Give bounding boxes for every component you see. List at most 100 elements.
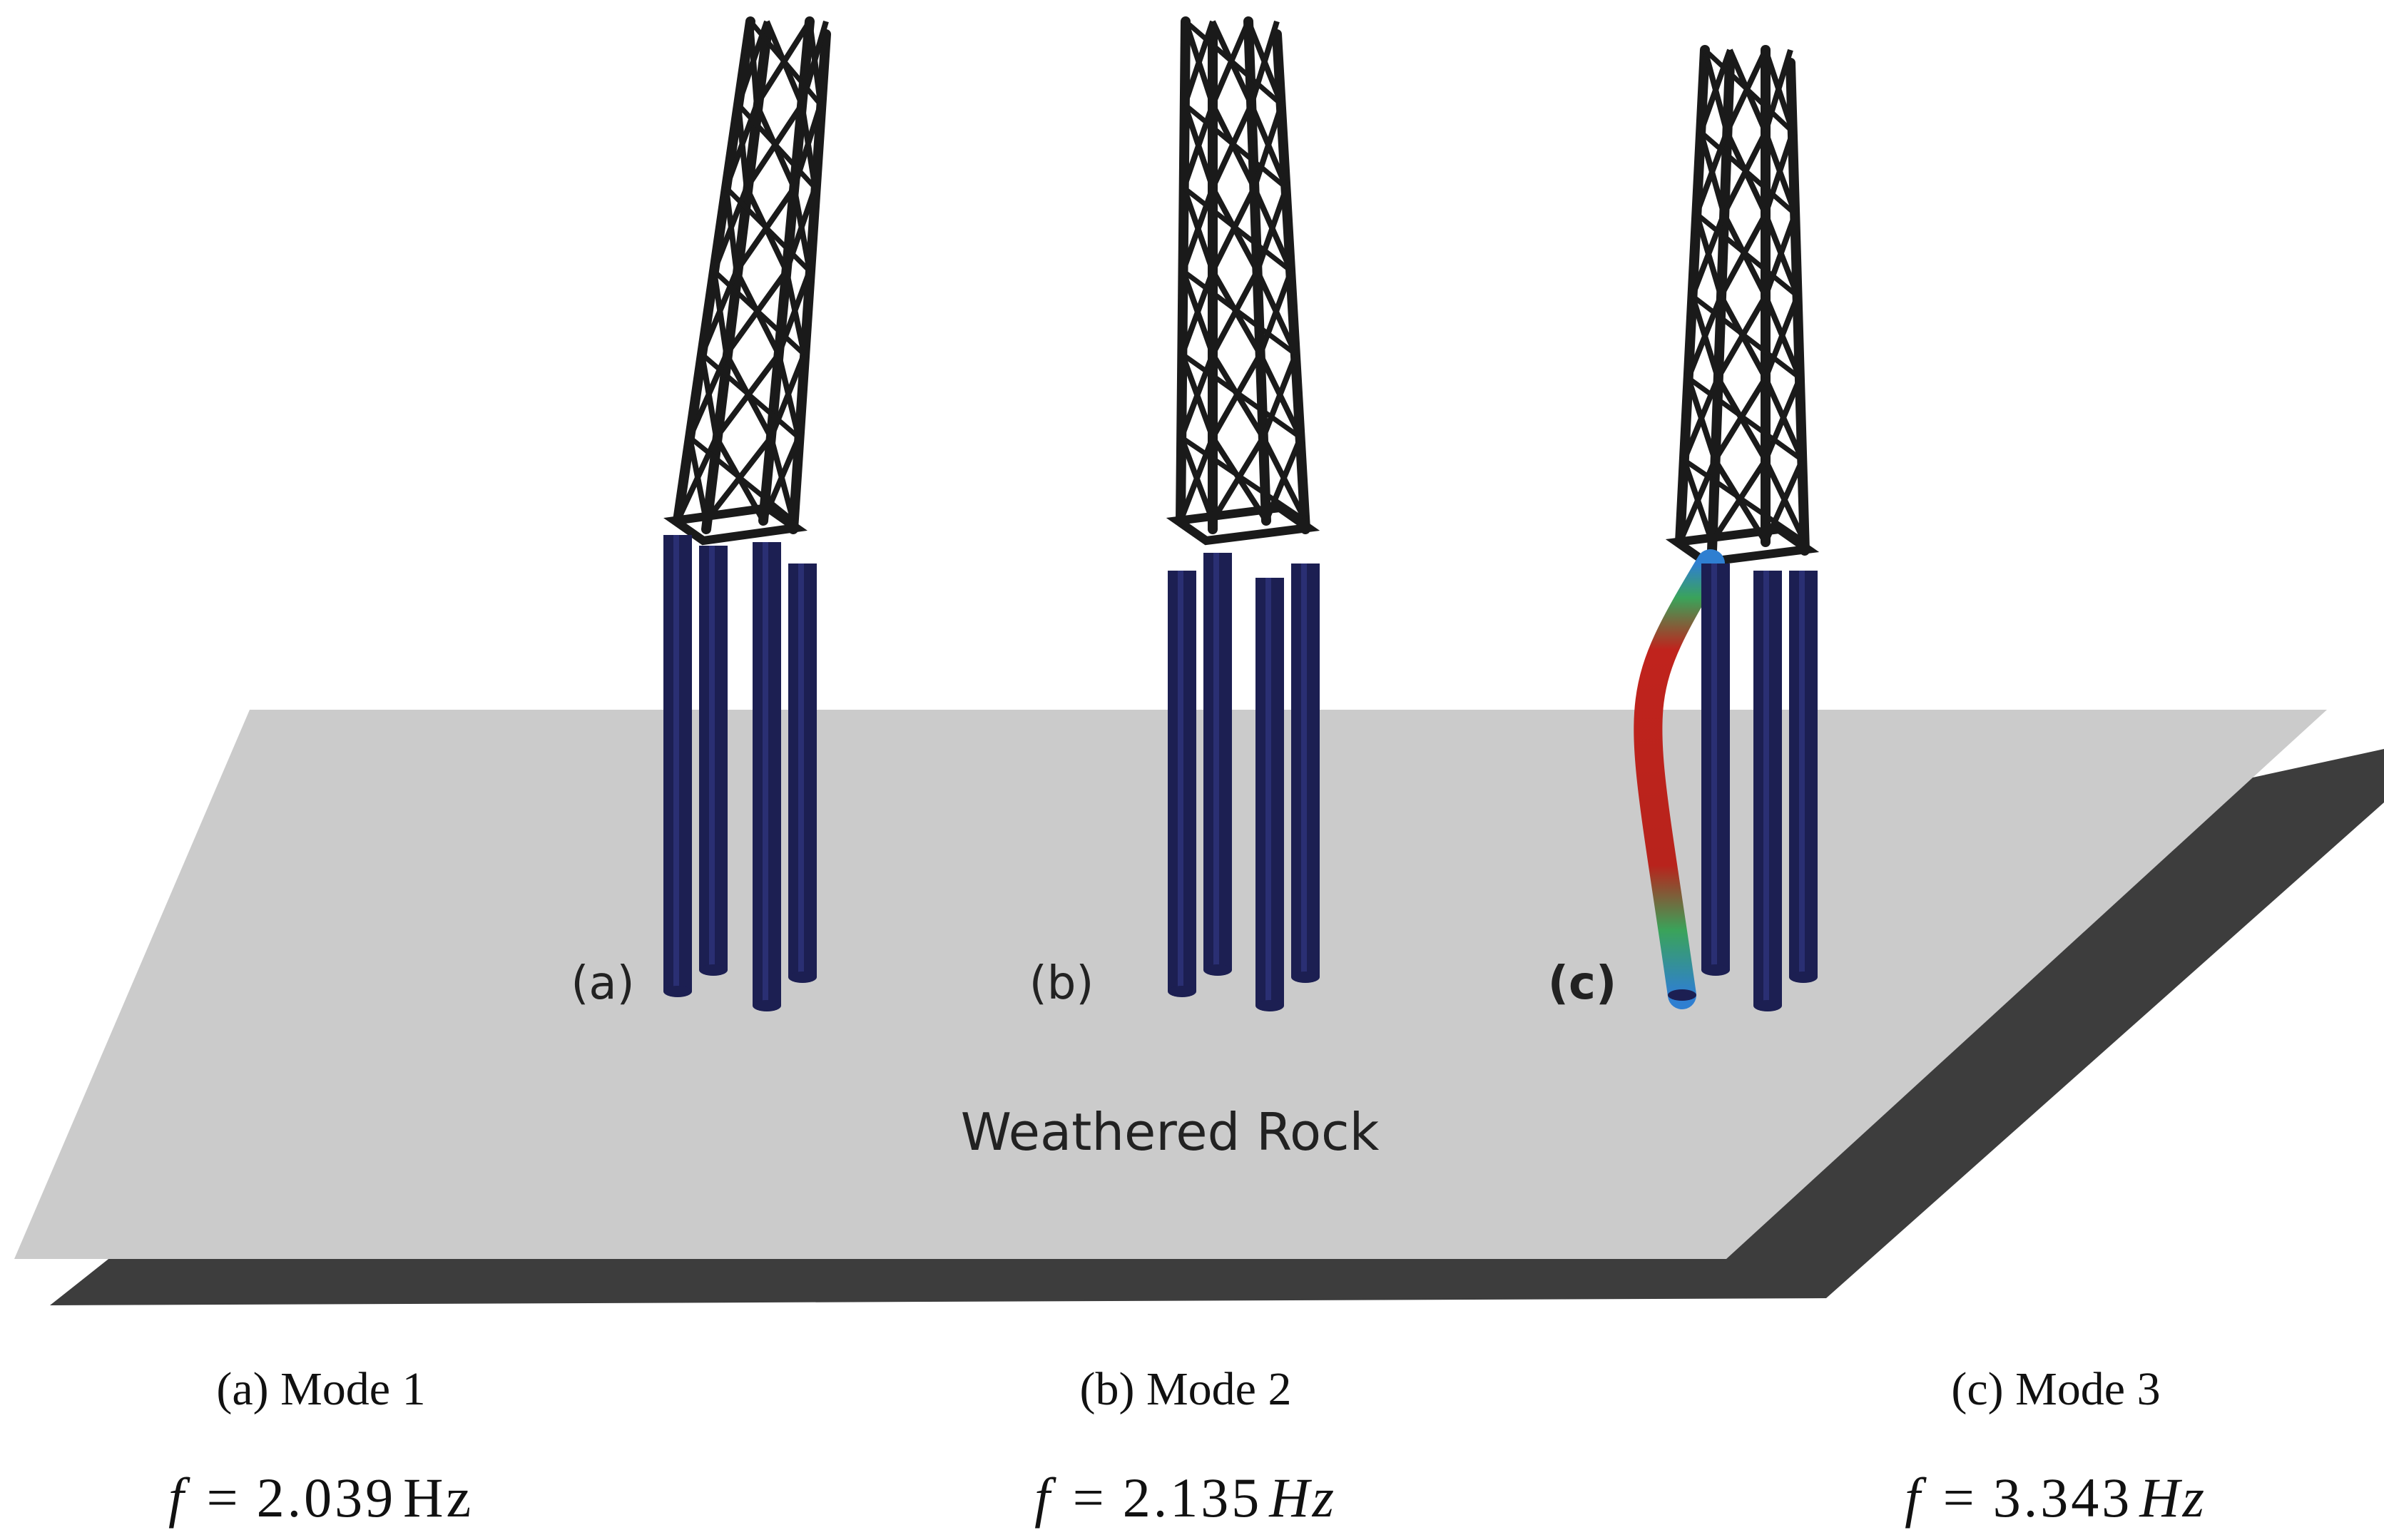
deformed-pile	[1634, 549, 1725, 1009]
jacket-leg	[701, 29, 772, 534]
pile-highlight	[673, 535, 679, 991]
brace-member	[1178, 353, 1216, 439]
pile-highlight	[763, 542, 768, 1006]
caption-c: (c) Mode 3	[1951, 1363, 2161, 1415]
brace-member	[1763, 377, 1803, 462]
brace-member	[1691, 294, 1802, 380]
brace-member	[791, 103, 824, 189]
ground-label: Weathered Rock	[961, 1102, 1380, 1162]
brace-member	[1703, 48, 1795, 134]
equals-sign: =	[1942, 1467, 1977, 1529]
deck-frame	[663, 503, 808, 546]
brace-member	[1698, 130, 1797, 216]
pile-highlight	[1763, 571, 1769, 1006]
brace-member	[1181, 269, 1298, 357]
jacket-leg	[1707, 58, 1735, 556]
brace-member	[1763, 49, 1793, 133]
brace-member	[1763, 295, 1800, 379]
pile-base	[788, 972, 817, 983]
brace-member	[724, 185, 812, 273]
frequency-value: 3.343	[1992, 1467, 2133, 1529]
brace-member	[712, 269, 806, 357]
frequency-unit: Hz	[1269, 1467, 1337, 1529]
brace-member	[1248, 20, 1280, 106]
pile-highlight	[709, 546, 715, 970]
panel-tag-b: (b)	[1029, 957, 1094, 1010]
brace-member	[1251, 103, 1285, 189]
brace-member	[1180, 186, 1216, 272]
brace-member	[736, 103, 817, 190]
pile-base	[1789, 972, 1818, 983]
brace-member	[783, 187, 818, 272]
brace-member	[1763, 131, 1796, 215]
brace-member	[1709, 458, 1768, 544]
jacket-leg	[788, 29, 831, 534]
brace-member	[1179, 270, 1216, 356]
panel-tag-c: (c)	[1548, 957, 1616, 1010]
pile-highlight	[798, 564, 804, 977]
brace-member	[1210, 270, 1260, 356]
brace-member	[748, 19, 823, 106]
pile-base	[1255, 1000, 1284, 1011]
brace-member	[1181, 352, 1303, 440]
pile-highlight	[1301, 564, 1307, 977]
brace-member	[1693, 131, 1730, 215]
brace-member	[1183, 102, 1288, 190]
pile-highlight	[1711, 564, 1717, 970]
brace-member	[1183, 19, 1283, 107]
brace-member	[775, 270, 813, 356]
brace-member	[688, 435, 795, 523]
brace-member	[1210, 436, 1266, 523]
brace-member	[1689, 213, 1727, 297]
brace-member	[1210, 352, 1263, 439]
pile-highlight	[1265, 578, 1271, 1006]
pile-base	[753, 1000, 781, 1011]
brace-member	[1763, 213, 1798, 297]
pile-highlight	[1213, 553, 1219, 970]
frequency-value: 2.135	[1122, 1467, 1263, 1529]
brace-member	[1715, 294, 1768, 380]
pile-base	[1753, 1000, 1782, 1011]
pile-base	[1668, 989, 1696, 1001]
caption-b: (b) Mode 2	[1079, 1363, 1292, 1415]
deck-frame	[1665, 524, 1820, 567]
brace-member	[1686, 376, 1804, 462]
brace-member	[1685, 295, 1724, 379]
brace-member	[1698, 49, 1733, 133]
jacket-structure-c	[1634, 45, 1820, 1011]
frequency-unit: Hz	[403, 1467, 474, 1529]
equals-sign: =	[1072, 1467, 1107, 1529]
panel-tag-a: (a)	[571, 957, 634, 1010]
pile-highlight	[1799, 571, 1805, 977]
frequency-symbol: f	[168, 1467, 187, 1529]
pile-base	[1291, 972, 1320, 983]
brace-member	[700, 352, 800, 439]
pile-base	[1168, 986, 1196, 997]
caption-a: (a) Mode 1	[216, 1363, 426, 1415]
frequency-symbol: f	[1905, 1467, 1923, 1529]
brace-member	[1178, 436, 1216, 522]
jacket-leg	[1272, 29, 1310, 534]
brace-member	[768, 353, 808, 439]
brace-member	[1260, 353, 1299, 439]
frequency-unit: Hz	[2139, 1467, 2207, 1529]
brace-member	[1182, 185, 1293, 273]
brace-member	[1712, 376, 1768, 462]
brace-member	[1681, 377, 1721, 462]
brace-member	[1257, 270, 1294, 356]
brace-member	[1695, 212, 1800, 298]
pile-base	[1203, 964, 1232, 976]
frequency-value: 2.039	[256, 1467, 397, 1529]
pile-base	[663, 986, 692, 997]
deck-frame	[1166, 503, 1320, 546]
equals-sign: =	[206, 1467, 241, 1529]
jacket-leg	[1786, 58, 1810, 556]
frequency-symbol: f	[1034, 1467, 1053, 1529]
jacket-structure-a	[663, 16, 831, 1011]
pile-base	[699, 964, 728, 976]
brace-member	[1181, 103, 1216, 189]
